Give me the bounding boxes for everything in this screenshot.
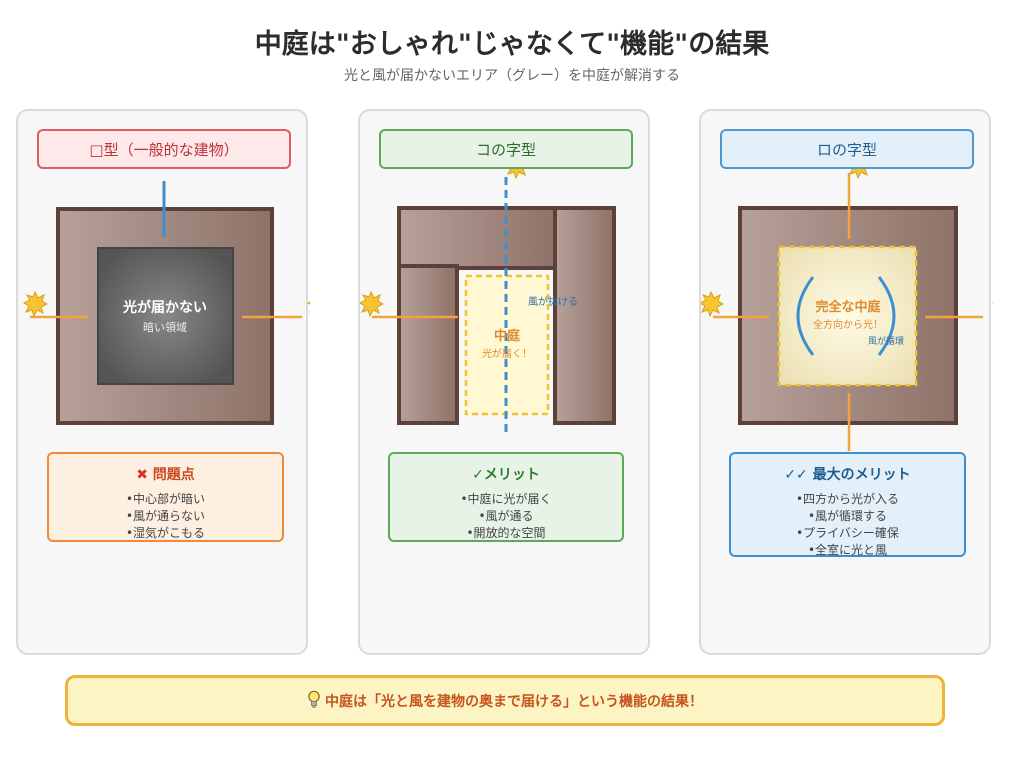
building-wing-right [553, 206, 616, 425]
summary-banner: 中庭は「光と風を建物の奥まで届ける」という機能の結果！ [65, 675, 945, 726]
cross-mark-icon: ✖ [136, 467, 148, 483]
best-merit-item: •全室に光と風 [807, 543, 888, 557]
building-wing-left [397, 264, 459, 425]
merit-title: ✓メリット [472, 467, 540, 483]
courtyard-title: 完全な中庭 [815, 299, 881, 315]
merit-item: •中庭に光が届く [460, 492, 552, 506]
courtyard-subtitle: 光が届く！ [482, 347, 532, 360]
merit-box: ✓メリット •中庭に光が届く •風が通る •開放的な空間 [388, 452, 624, 542]
best-merit-title: ✓✓ 最大のメリット [784, 467, 911, 483]
panel-o-shaped-building: 完全な中庭 全方向から光！ 風が循環 ロの字型 ✓✓ 最大のメリット •四方から… [699, 109, 993, 655]
courtyard-title: 中庭 [494, 328, 521, 344]
sun-icon [306, 294, 310, 313]
panel-u-shaped-building: 風が抜ける 中庭 光が届く！ コの字型 ✓メリット •中庭に光が届く •風が通る… [358, 109, 650, 655]
courtyard-subtitle: 全方向から光！ [813, 318, 883, 331]
u-shaped-building-diagram: 風が抜ける 中庭 光が届く！ [360, 152, 616, 437]
square-building-diagram: 光が届かない 暗い領域 [22, 181, 310, 425]
wind-label: 風が循環 [868, 335, 904, 347]
panel-square-building: 光が届かない 暗い領域 □型（一般的な建物） ✖ 問題点 •中心部が暗い •風が… [16, 109, 310, 655]
best-merit-item: •四方から光が入る [795, 492, 900, 506]
best-merit-item: •プライバシー確保 [796, 526, 899, 540]
dark-area-title: 光が届かない [122, 299, 207, 316]
type-label-u-shape: コの字型 [379, 129, 633, 169]
lightbulb-icon [307, 690, 321, 712]
wind-arc-left [796, 276, 815, 356]
type-label-o-shape: ロの字型 [720, 129, 974, 169]
page-title: 中庭は"おしゃれ"じゃなくて"機能"の結果 [254, 29, 770, 60]
problem-item: •中心部が暗い [125, 492, 206, 506]
building-wing-top [397, 206, 558, 270]
dark-area-subtitle: 暗い領域 [143, 320, 187, 334]
sun-icon [701, 290, 725, 318]
page-subtitle: 光と風が届かないエリア（グレー）を中庭が解消する [344, 68, 680, 84]
best-merit-box: ✓✓ 最大のメリット •四方から光が入る •風が循環する •プライバシー確保 •… [729, 452, 966, 557]
problem-title: ✖ 問題点 [136, 467, 195, 483]
o-shaped-building-diagram: 完全な中庭 全方向から光！ 風が循環 [701, 152, 993, 451]
merit-item: •開放的な空間 [466, 526, 546, 540]
problem-item: •風が通らない [125, 509, 206, 523]
summary-text: 中庭は「光と風を建物の奥まで届ける」という機能の結果！ [325, 693, 703, 710]
wind-arc-right [877, 276, 896, 356]
sun-icon [360, 290, 385, 318]
sun-icon [22, 290, 49, 318]
problem-box: ✖ 問題点 •中心部が暗い •風が通らない •湿気がこもる [47, 452, 284, 542]
merit-item: •風が通る [478, 509, 534, 523]
dark-area [97, 247, 234, 385]
problem-item: •湿気がこもる [125, 526, 206, 540]
best-merit-item: •風が循環する [807, 509, 888, 523]
wind-label: 風が抜ける [528, 295, 578, 308]
type-label-square: □型（一般的な建物） [37, 129, 291, 169]
